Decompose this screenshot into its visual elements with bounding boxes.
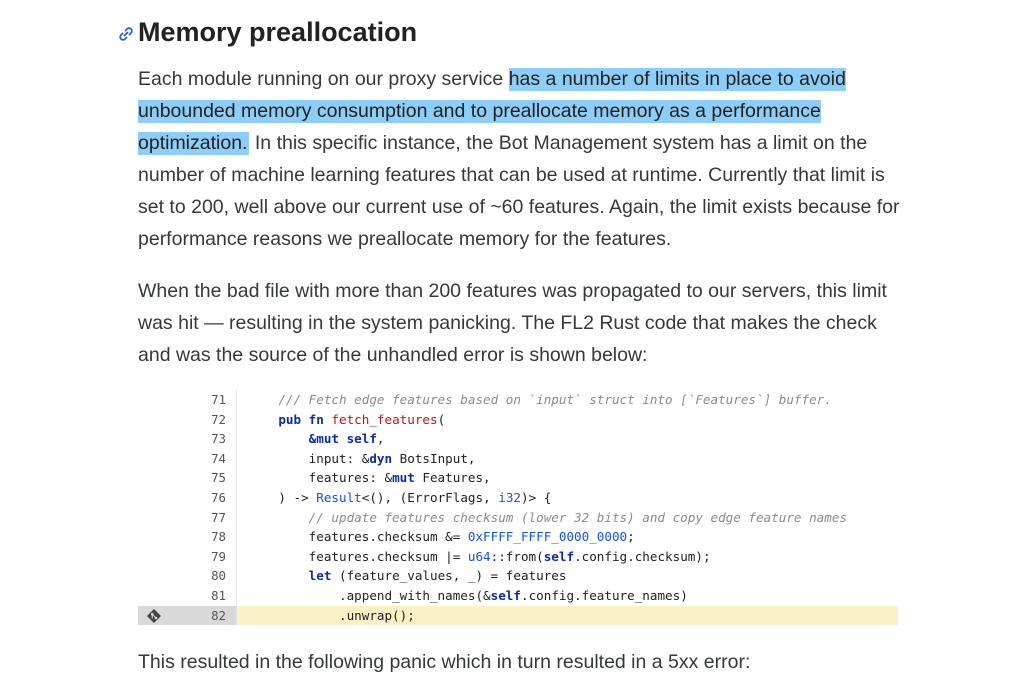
- code-token: ,: [376, 431, 385, 447]
- code-gutter: 79: [138, 546, 237, 567]
- paragraph-text: In this specific instance, the Bot Manag…: [138, 132, 900, 250]
- code-token: features.checksum |=: [248, 548, 468, 564]
- line-number: 81: [211, 587, 226, 603]
- code-token: <(), (ErrorFlags,: [361, 489, 499, 505]
- code-token: dyn: [369, 450, 393, 466]
- line-number: 78: [211, 529, 226, 545]
- code-text: let (feature_values, _) = features: [248, 566, 567, 586]
- code-token: Result: [316, 489, 362, 505]
- code-line: 77 // update features checksum (lower 32…: [138, 507, 898, 528]
- code-token: self: [490, 587, 521, 603]
- code-token: input: &: [248, 450, 370, 466]
- code-gutter: 76: [138, 487, 237, 508]
- code-text: /// Fetch edge features based on `input`…: [248, 390, 832, 410]
- line-number: 76: [211, 489, 226, 505]
- code-token: features.checksum &=: [248, 529, 468, 545]
- code-text: &mut self,: [248, 429, 385, 449]
- code-line: 78 features.checksum &= 0xFFFF_FFFF_0000…: [138, 527, 898, 547]
- code-line: 75 features: &mut Features,: [138, 468, 898, 488]
- code-gutter: 80: [138, 566, 237, 586]
- line-number: 77: [211, 509, 226, 525]
- code-gutter: 78: [138, 527, 237, 547]
- code-token: pub fn: [278, 411, 332, 427]
- code-token: .config.checksum);: [574, 548, 711, 564]
- paragraph-text: Each module running on our proxy service: [138, 68, 509, 90]
- code-token: .config.feature_names): [520, 587, 688, 603]
- code-text: .append_with_names(&self.config.feature_…: [248, 586, 688, 606]
- paragraph-preallocation: Each module running on our proxy service…: [138, 63, 900, 255]
- code-text: .unwrap();: [248, 606, 415, 626]
- code-token: ) ->: [248, 489, 317, 505]
- code-token: self: [543, 548, 575, 564]
- line-number: 74: [211, 450, 226, 466]
- code-token: /// Fetch edge features based on `input`…: [248, 392, 832, 407]
- code-token: i32: [498, 489, 521, 505]
- code-line: 80 let (feature_values, _) = features: [138, 566, 898, 586]
- code-gutter: 72: [138, 409, 237, 430]
- line-number: 73: [211, 431, 226, 447]
- code-token: fetch_features: [331, 411, 438, 427]
- code-token: &mut self: [308, 431, 377, 447]
- code-text: features: &mut Features,: [248, 468, 491, 488]
- code-token: ::from(: [490, 548, 544, 564]
- code-line: 81 .append_with_names(&self.config.featu…: [138, 585, 898, 606]
- code-token: (feature_values, _) = features: [331, 568, 567, 584]
- code-gutter: 75: [138, 468, 237, 488]
- line-number: 80: [211, 568, 226, 584]
- line-number: 79: [211, 548, 226, 564]
- code-line: 73 &mut self,: [138, 429, 898, 449]
- code-token: [248, 431, 309, 446]
- code-token: features: &: [248, 470, 393, 486]
- code-text: ) -> Result<(), (ErrorFlags, i32)> {: [248, 488, 551, 508]
- code-gutter: 81: [138, 585, 237, 606]
- code-token: )> {: [520, 489, 552, 505]
- code-text: features.checksum &= 0xFFFF_FFFF_0000_00…: [248, 527, 635, 547]
- code-text: pub fn fetch_features(: [248, 410, 445, 430]
- git-commit-icon: [147, 608, 161, 623]
- code-token: .unwrap();: [248, 607, 415, 623]
- code-line: 76 ) -> Result<(), (ErrorFlags, i32)> {: [138, 487, 898, 508]
- code-gutter: 71: [138, 390, 237, 410]
- code-text: features.checksum |= u64::from(self.conf…: [248, 547, 711, 567]
- code-gutter: 82: [138, 605, 237, 626]
- code-line: 82 .unwrap();: [138, 605, 898, 626]
- code-gutter: 77: [138, 507, 237, 528]
- paragraph-panic: This resulted in the following panic whi…: [138, 651, 751, 673]
- line-number: 75: [211, 470, 226, 486]
- code-line: 72 pub fn fetch_features(: [138, 409, 898, 430]
- code-token: .append_with_names(&: [248, 587, 491, 603]
- line-number: 71: [211, 392, 226, 407]
- code-token: [248, 412, 278, 427]
- code-token: BotsInput,: [392, 450, 476, 466]
- code-text: input: &dyn BotsInput,: [248, 449, 476, 469]
- link-icon[interactable]: [118, 26, 134, 42]
- code-gutter: 74: [138, 448, 237, 469]
- code-block: 71 /// Fetch edge features based on `inp…: [138, 390, 898, 626]
- line-number: 82: [211, 607, 226, 623]
- code-line: 79 features.checksum |= u64::from(self.c…: [138, 546, 898, 567]
- code-token: u64: [467, 548, 491, 564]
- paragraph-propagation: When the bad file with more than 200 fea…: [138, 280, 887, 366]
- code-token: let: [308, 568, 332, 584]
- code-token: mut: [392, 470, 415, 486]
- code-line: 74 input: &dyn BotsInput,: [138, 448, 898, 469]
- code-gutter: 73: [138, 429, 237, 449]
- code-token: 0xFFFF_FFFF_0000_0000: [467, 529, 628, 545]
- line-number: 72: [211, 411, 226, 427]
- code-line: 71 /// Fetch edge features based on `inp…: [138, 390, 898, 410]
- code-token: [248, 568, 309, 583]
- code-token: ;: [627, 529, 635, 545]
- section-heading: Memory preallocation: [138, 17, 418, 47]
- code-token: // update features checksum (lower 32 bi…: [248, 509, 847, 525]
- code-text: // update features checksum (lower 32 bi…: [248, 508, 847, 528]
- code-token: (: [437, 411, 446, 427]
- code-token: Features,: [414, 470, 491, 486]
